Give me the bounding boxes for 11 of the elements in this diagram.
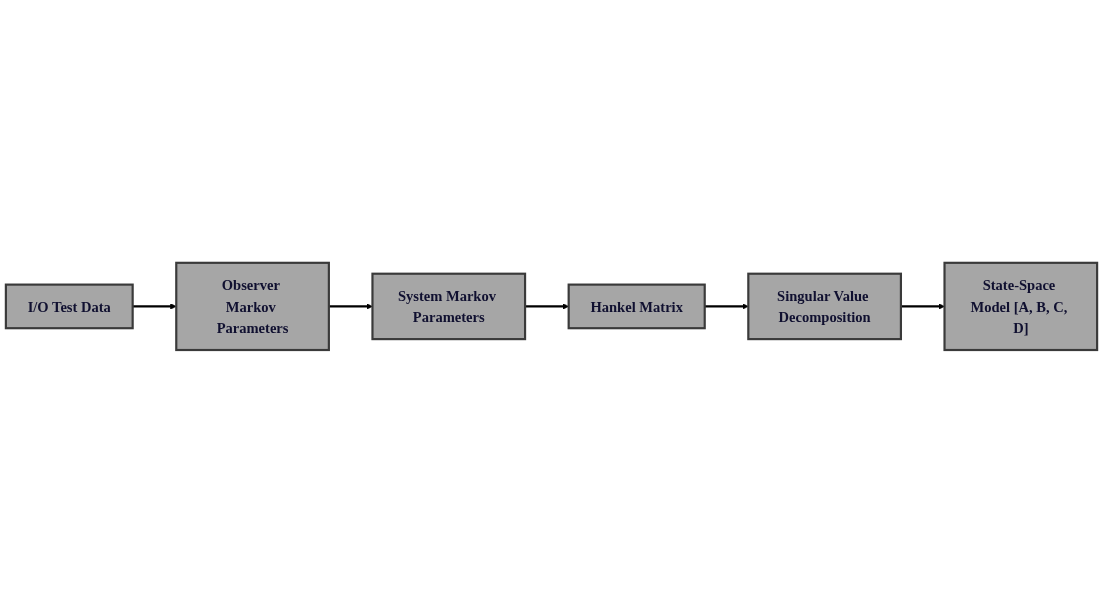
node-box: I/O Test Data xyxy=(4,283,134,330)
node-box: Observer Markov Parameters xyxy=(175,261,330,352)
node-box: Singular Value Decomposition xyxy=(747,272,902,341)
arrow xyxy=(900,303,945,310)
arrow xyxy=(704,303,749,310)
node-box: System Markov Parameters xyxy=(371,272,527,341)
node-box: State-Space Model [A, B, C, D] xyxy=(943,261,1099,352)
arrow xyxy=(132,303,177,310)
node-box: Hankel Matrix xyxy=(567,283,706,330)
arrow xyxy=(328,303,373,310)
arrow xyxy=(525,303,569,310)
